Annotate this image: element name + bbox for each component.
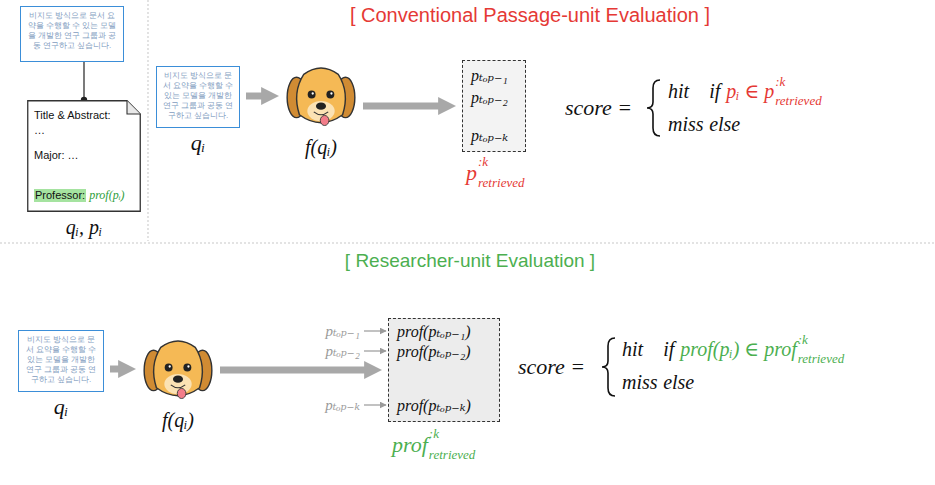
result-box: prof(pₜₒₚ₋₁) prof(pₜₒₚ₋₂) prof(pₜₒₚ₋ₖ) — [388, 318, 500, 422]
formula-text: hit — [622, 338, 643, 361]
symbol-caption: f(qᵢ) — [122, 409, 234, 431]
query-text: 비지도 방식으로 문서 요약을 수행할 수 있는 모델을 개발한 연구 그룹과 … — [25, 11, 119, 51]
flow-arrow — [110, 366, 119, 373]
formula-text: else — [663, 371, 694, 394]
superscript: :k — [775, 75, 785, 90]
flow-arrow — [246, 93, 262, 100]
flow-arrow — [220, 367, 365, 374]
subscript: retrieved — [775, 94, 821, 109]
link-line — [83, 62, 84, 100]
retriever-icon: f(qᵢ) — [285, 60, 357, 132]
subscript: retrieved — [798, 352, 844, 367]
ranked-item: pₜₒₚ₋₁ — [471, 67, 508, 85]
column-separator — [147, 0, 148, 241]
subscript: retrieved — [429, 448, 475, 463]
set-symbol: prof — [392, 432, 428, 457]
formula-text: miss — [622, 371, 658, 394]
query-box: 비지도 방식으로 문서 요약을 수행할 수 있는 모델을 개발한 연구 그룹과 … — [156, 66, 240, 128]
query-box: 비지도 방식으로 문서 요약을 수행할 수 있는 모델을 개발한 연구 그룹과 … — [20, 6, 124, 62]
formula-text: prof(pᵢ) ∈ prof — [680, 338, 796, 361]
flow-arrow — [363, 103, 439, 110]
formula-text: else — [709, 113, 740, 136]
formula-text: hit — [668, 80, 689, 103]
formula-text: if — [663, 338, 674, 361]
symbol-caption: qᵢ — [137, 131, 259, 155]
mapping-arrow — [364, 330, 386, 331]
ranked-item: prof(pₜₒₚ₋₁) — [397, 323, 471, 341]
formula-text: score = — [518, 354, 585, 379]
superscript: :k — [798, 333, 808, 348]
dog-illustration — [142, 333, 214, 405]
curly-brace — [647, 80, 660, 136]
query-text: 비지도 방식으로 문서 요약을 수행할 수 있는 모델을 개발한 연구 그룹과 … — [161, 71, 235, 121]
professor-value: prof(pᵢ) — [89, 188, 124, 202]
panel-title: [ Researcher-unit Evaluation ] — [345, 250, 595, 272]
panel-separator — [0, 242, 935, 243]
formula-text: if — [709, 80, 720, 103]
symbol-caption: qᵢ — [0, 395, 123, 419]
ranked-item: prof(pₜₒₚ₋₂) — [397, 343, 471, 361]
panel-title: [ Conventional Passage-unit Evaluation ] — [350, 4, 710, 27]
curly-brace — [602, 338, 615, 396]
retriever-icon: f(qᵢ) — [142, 333, 214, 405]
superscript: :k — [478, 155, 488, 170]
ranked-item: pₜₒₚ₋₁ — [325, 323, 360, 340]
query-text: 비지도 방식으로 문서 요약을 수행할 수 있는 모델을 개발한 연구 그룹과 … — [23, 335, 99, 385]
formula-text: miss — [668, 113, 704, 136]
document-card: Title & Abstract: … Major: … Professor:prof… — [27, 100, 141, 212]
mapping-arrow — [364, 404, 386, 405]
card-field: Title & Abstract: — [34, 109, 134, 122]
mapping-arrow — [364, 350, 386, 351]
subscript: retrieved — [478, 176, 524, 191]
ranked-item: prof(pₜₒₚ₋ₖ) — [397, 397, 471, 415]
symbol-caption: f(qᵢ) — [265, 136, 377, 158]
ranked-item: pₜₒₚ₋ₖ — [471, 127, 508, 145]
pair-label: qᵢ, pᵢ — [66, 216, 102, 239]
superscript: :k — [429, 427, 439, 442]
card-field: Major: … — [34, 149, 134, 162]
ranked-item: pₜₒₚ₋₂ — [325, 343, 360, 360]
ranked-item: pₜₒₚ₋ₖ — [325, 397, 360, 414]
card-field: Professor: — [34, 189, 86, 202]
formula-text: score = — [565, 95, 632, 120]
set-symbol: p — [466, 160, 477, 185]
ranked-item: pₜₒₚ₋₂ — [471, 89, 508, 107]
dog-illustration — [285, 60, 357, 132]
card-field: … — [34, 124, 134, 137]
result-box: pₜₒₚ₋₁ pₜₒₚ₋₂ pₜₒₚ₋ₖ — [462, 60, 526, 152]
formula-text: pᵢ ∈ p — [726, 80, 774, 103]
query-box: 비지도 방식으로 문서 요약을 수행할 수 있는 모델을 개발한 연구 그룹과 … — [18, 330, 104, 392]
